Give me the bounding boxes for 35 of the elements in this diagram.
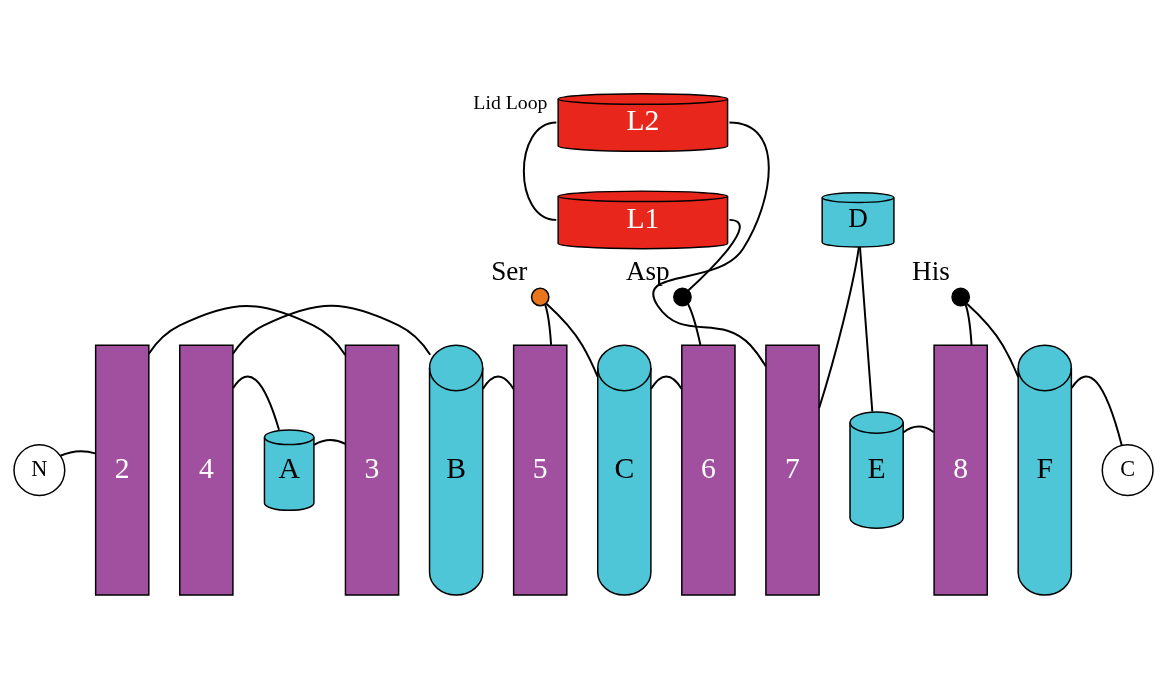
connector	[544, 303, 553, 346]
connector	[1070, 375, 1123, 447]
node-box: 8	[933, 344, 988, 596]
node-box: 2	[94, 344, 150, 596]
node-box: 7	[765, 344, 820, 596]
connector	[481, 375, 515, 391]
node-box: 5	[512, 344, 568, 596]
node-circle: C	[1101, 444, 1154, 497]
node-box: 4	[179, 344, 234, 596]
connector	[147, 304, 347, 357]
node-circle	[673, 287, 692, 307]
node-circle	[951, 287, 971, 307]
node-circle	[530, 287, 550, 307]
connector	[649, 375, 683, 391]
node-label: Ser	[491, 256, 528, 287]
connector	[687, 302, 702, 346]
connector	[652, 121, 770, 368]
connector	[313, 439, 347, 446]
connector	[687, 218, 741, 292]
connector	[545, 302, 599, 378]
node-box: 3	[344, 344, 400, 596]
node-circle: N	[13, 444, 66, 497]
connector	[818, 246, 860, 410]
connector	[964, 303, 973, 346]
connector	[902, 425, 935, 434]
node-box: 6	[681, 344, 736, 596]
connector	[231, 304, 432, 356]
node-label: Asp	[625, 256, 670, 287]
edge-label: Lid Loop	[473, 90, 548, 113]
connector	[522, 121, 558, 221]
connector	[859, 246, 874, 413]
connector	[232, 375, 280, 431]
connector	[59, 450, 97, 457]
node-label: His	[912, 256, 950, 287]
connector	[966, 302, 1020, 378]
